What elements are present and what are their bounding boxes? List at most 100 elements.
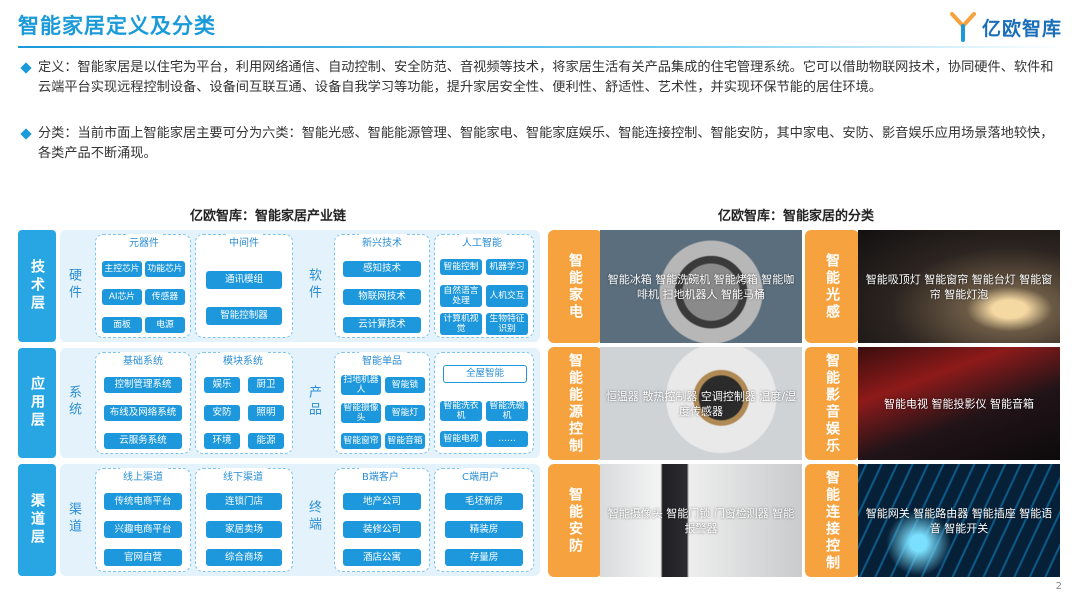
chip: 计算机视觉	[440, 313, 482, 335]
group-title: 人工智能	[459, 234, 505, 249]
group-c-end: C端用户 毛坯新房 精装房 存量房	[434, 468, 534, 572]
chip: 地产公司	[343, 493, 421, 510]
group-online: 线上渠道 传统电商平台 兴趣电商平台 官网自营	[95, 468, 191, 572]
chip: 智能控制器	[206, 307, 282, 325]
chip: 控制管理系统	[104, 377, 182, 393]
logo: 亿欧智库	[950, 10, 1062, 44]
chip: 精装房	[445, 521, 523, 538]
photo-energy: 恒温器 散热控制器 空调控制器 温度/湿度传感器	[600, 347, 802, 460]
bullet-icon	[20, 62, 31, 73]
classification-text: 分类：当前市面上智能家居主要可分为六类：智能光感、智能能源管理、智能家电、智能家…	[38, 126, 1053, 161]
chip: 毛坯新房	[445, 493, 523, 510]
chip: AI芯片	[102, 289, 142, 305]
chip: 智能灯	[385, 405, 425, 421]
side-label-software: 软件	[304, 268, 323, 302]
chip: 酒店公寓	[343, 549, 421, 566]
chip: 智能洗碗机	[486, 401, 528, 421]
photo-lighting: 智能吸顶灯 智能窗帘 智能台灯 智能窗帘 智能灯泡	[858, 230, 1060, 343]
photo-security: 智能摄像头 智能门锁 门窗检测器 智能报警器	[600, 464, 802, 577]
chip: 连锁门店	[206, 493, 282, 510]
photo-caption: 恒温器 散热控制器 空调控制器 温度/湿度传感器	[600, 389, 802, 419]
category-label: 智能能源控制	[565, 353, 585, 455]
group-title: 智能单品	[359, 352, 405, 367]
chip: 智能音箱	[385, 433, 425, 449]
category-tile: 智能安防	[548, 464, 602, 577]
group-title: 线下渠道	[220, 468, 266, 483]
side-label-channel: 渠道	[64, 502, 83, 536]
definition-paragraph: 定义：智能家居是以住宅为平台，利用网络通信、自动控制、安全防范、音视频等技术，将…	[20, 58, 1060, 98]
chain-title: 亿欧智库：智能家居产业链	[190, 205, 346, 224]
chip: 云服务系统	[104, 433, 182, 449]
chip: 综合商场	[206, 549, 282, 566]
layer-label: 技术层	[30, 259, 44, 313]
chip: 通讯模组	[206, 271, 282, 289]
group-middleware: 中间件 通讯模组 智能控制器	[195, 234, 293, 338]
group-basic-system: 基础系统 控制管理系统 布线及网络系统 云服务系统	[95, 352, 191, 454]
category-tile: 智能能源控制	[548, 347, 602, 460]
header-divider	[18, 46, 1062, 48]
side-label-product: 产品	[304, 385, 323, 419]
chip: 布线及网络系统	[104, 405, 182, 421]
category-label: 智能影音娱乐	[822, 353, 842, 455]
classes-title: 亿欧智库：智能家居的分类	[718, 205, 874, 224]
chip: ……	[486, 431, 528, 447]
chip: 智能锁	[385, 377, 425, 393]
chip: 物联网技术	[343, 289, 421, 305]
chip: 环境	[204, 433, 240, 449]
chip: 智能洗衣机	[440, 401, 482, 421]
photo-entertainment: 智能电视 智能投影仪 智能音箱	[858, 347, 1060, 460]
logo-text: 亿欧智库	[982, 14, 1062, 41]
group-title: 基础系统	[120, 352, 166, 367]
photo-caption: 智能电视 智能投影仪 智能音箱	[858, 396, 1060, 411]
side-label-terminal: 终端	[304, 500, 323, 534]
chip: 传感器	[145, 289, 185, 305]
category-label: 智能安防	[565, 487, 585, 555]
chip: 官网自营	[104, 549, 182, 566]
category-tile: 智能连接控制	[805, 464, 859, 577]
chip: 电源	[145, 317, 185, 333]
chip: 兴趣电商平台	[104, 521, 182, 538]
chip: 存量房	[445, 549, 523, 566]
group-title: 线上渠道	[120, 468, 166, 483]
group-title: B端客户	[359, 468, 402, 483]
chip: 生物特征识别	[486, 313, 528, 335]
chip: 娱乐	[204, 377, 240, 393]
chip: 功能芯片	[145, 261, 185, 277]
chip: 装修公司	[343, 521, 421, 538]
category-label: 智能家电	[565, 253, 585, 321]
chip: 智能摄像头	[341, 403, 381, 423]
layer-tech: 技术层	[18, 230, 56, 342]
group-components: 元器件 主控芯片 功能芯片 AI芯片 传感器 面板 电源	[95, 234, 191, 338]
chip: 传统电商平台	[104, 493, 182, 510]
definition-text: 定义：智能家居是以住宅为平台，利用网络通信、自动控制、安全防范、音视频等技术，将…	[38, 60, 1053, 95]
photo-caption: 智能吸顶灯 智能窗帘 智能台灯 智能窗帘 智能灯泡	[858, 272, 1060, 302]
chip: 感知技术	[343, 261, 421, 277]
category-tile: 智能光感	[805, 230, 859, 343]
page-number: 2	[1056, 581, 1062, 592]
layer-channel: 渠道层	[18, 464, 56, 576]
chip: 智能控制	[440, 259, 482, 275]
chip: 智能窗帘	[341, 433, 381, 449]
group-offline: 线下渠道 连锁门店 家居卖场 综合商场	[195, 468, 293, 572]
layer-label: 渠道层	[30, 493, 44, 547]
bullet-icon	[20, 128, 31, 139]
side-label-hardware: 硬件	[64, 268, 83, 302]
chip: 智能电视	[440, 431, 482, 447]
chip: 安防	[204, 405, 240, 421]
photo-appliance: 智能冰箱 智能洗碗机 智能烤箱 智能咖啡机 扫地机器人 智能马桶	[600, 230, 802, 343]
logo-icon	[950, 12, 976, 42]
group-title: 模块系统	[220, 352, 266, 367]
group-emerging: 新兴技术 感知技术 物联网技术 云计算技术	[334, 234, 430, 338]
chip: 面板	[102, 317, 142, 333]
photo-connectivity: 智能网关 智能路由器 智能插座 智能语音 智能开关	[858, 464, 1060, 577]
chip: 主控芯片	[102, 261, 142, 277]
category-label: 智能连接控制	[822, 470, 842, 572]
chip: 照明	[248, 405, 284, 421]
group-b-end: B端客户 地产公司 装修公司 酒店公寓	[334, 468, 430, 572]
group-title: 新兴技术	[359, 234, 405, 249]
category-tile: 智能家电	[548, 230, 602, 343]
group-title: 元器件	[126, 234, 162, 249]
group-title: 中间件	[226, 234, 262, 249]
photo-caption: 智能摄像头 智能门锁 门窗检测器 智能报警器	[600, 506, 802, 536]
photo-caption: 智能网关 智能路由器 智能插座 智能语音 智能开关	[858, 506, 1060, 536]
